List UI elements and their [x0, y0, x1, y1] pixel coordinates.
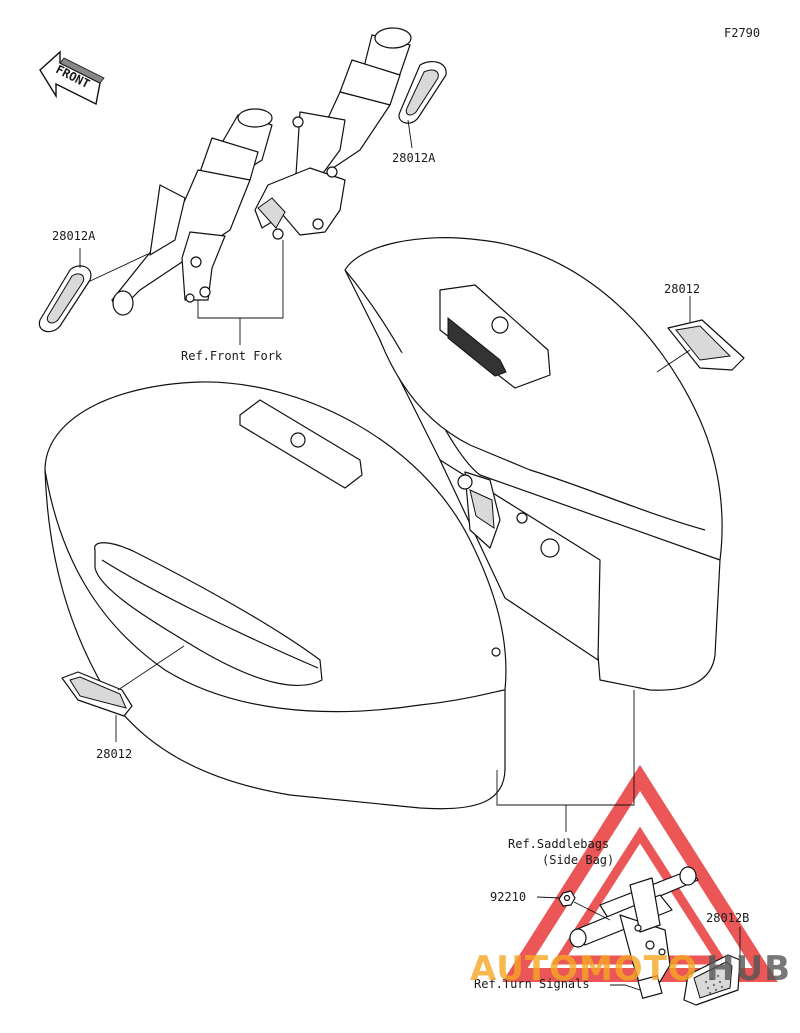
reflector-28012a-left	[38, 265, 92, 333]
ref-saddlebags-line2: (Side Bag)	[542, 853, 614, 867]
front-direction-arrow: FRONT	[39, 50, 105, 106]
reflector-28012b	[683, 954, 741, 1006]
reflector-28012-left	[61, 671, 133, 717]
callout-28012-left: 28012	[96, 747, 132, 761]
turn-signal-bracket	[569, 866, 699, 999]
callout-28012a-left: 28012A	[52, 229, 96, 243]
reflector-28012-right	[667, 319, 745, 371]
ref-turn-signals: Ref.Turn Signals	[474, 977, 590, 991]
svg-text:AUTOMOTO: AUTOMOTO	[470, 949, 698, 989]
front-fork-drawing	[111, 27, 412, 316]
ref-front-fork: Ref.Front Fork	[181, 349, 283, 363]
ref-saddlebags-line1: Ref.Saddlebags	[508, 837, 609, 851]
watermark-text: AUTOMOTO HUB	[470, 949, 791, 989]
callout-92210: 92210	[490, 890, 526, 904]
left-saddlebag	[44, 381, 507, 810]
figure-code: F2790	[724, 26, 760, 40]
nut-92210	[558, 890, 576, 907]
reflector-28012a-upper	[398, 61, 447, 124]
right-saddlebag	[344, 237, 723, 691]
callout-28012-right: 28012	[664, 282, 700, 296]
svg-text:HUB: HUB	[706, 949, 791, 989]
callout-28012a-upper: 28012A	[392, 151, 436, 165]
callout-28012b: 28012B	[706, 911, 749, 925]
